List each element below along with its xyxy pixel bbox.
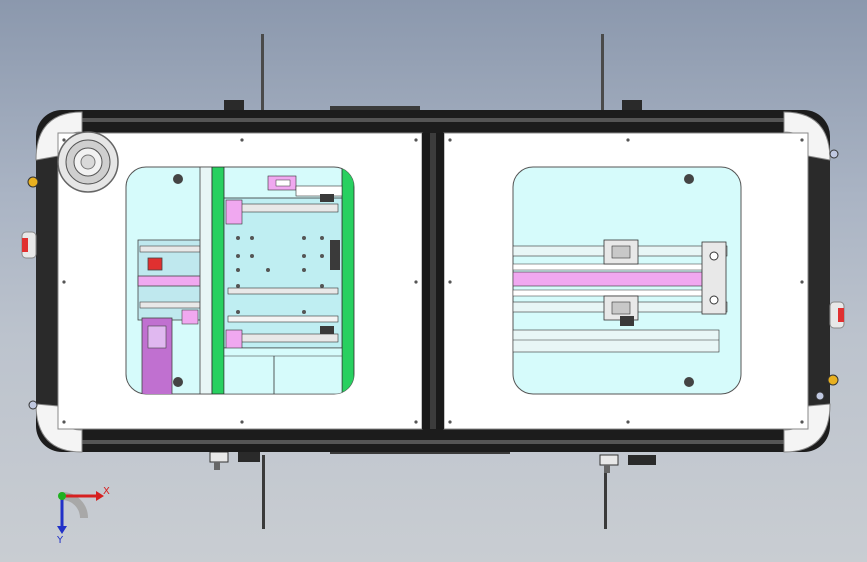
rail-bottom-stripe — [80, 440, 786, 444]
round-port — [57, 131, 119, 193]
rail-left — [36, 150, 58, 410]
top-clip-left — [224, 100, 244, 110]
window-left-screw-tl — [173, 174, 183, 184]
window-left-screw-bl — [173, 377, 183, 387]
bottom-clip-left — [209, 451, 260, 470]
bottom-rod-right — [604, 455, 607, 529]
coordinate-triad: X Y — [56, 486, 110, 546]
side-knob-right — [827, 374, 839, 386]
top-rod-left — [261, 34, 264, 112]
panel-screws — [62, 138, 804, 424]
rail-right — [808, 150, 830, 410]
side-screw-tl — [28, 400, 38, 410]
bottom-clip-right — [599, 454, 656, 473]
top-rod-right — [601, 34, 604, 112]
side-screw-br — [815, 391, 825, 401]
bottom-rod-left — [262, 455, 265, 529]
window-right-screw-tr — [684, 174, 694, 184]
top-bar-center — [330, 106, 420, 110]
right-mechanism — [513, 239, 728, 353]
triad-x-label: X — [103, 486, 110, 497]
top-clip-right — [622, 100, 642, 110]
left-mechanism — [137, 167, 354, 394]
side-knob-left — [27, 176, 39, 188]
window-right-screw-br — [684, 377, 694, 387]
triad-y-axis — [58, 492, 66, 500]
side-screw-tr — [829, 149, 839, 159]
rail-top-stripe — [80, 118, 786, 122]
triad-y-label: Y — [56, 535, 64, 546]
